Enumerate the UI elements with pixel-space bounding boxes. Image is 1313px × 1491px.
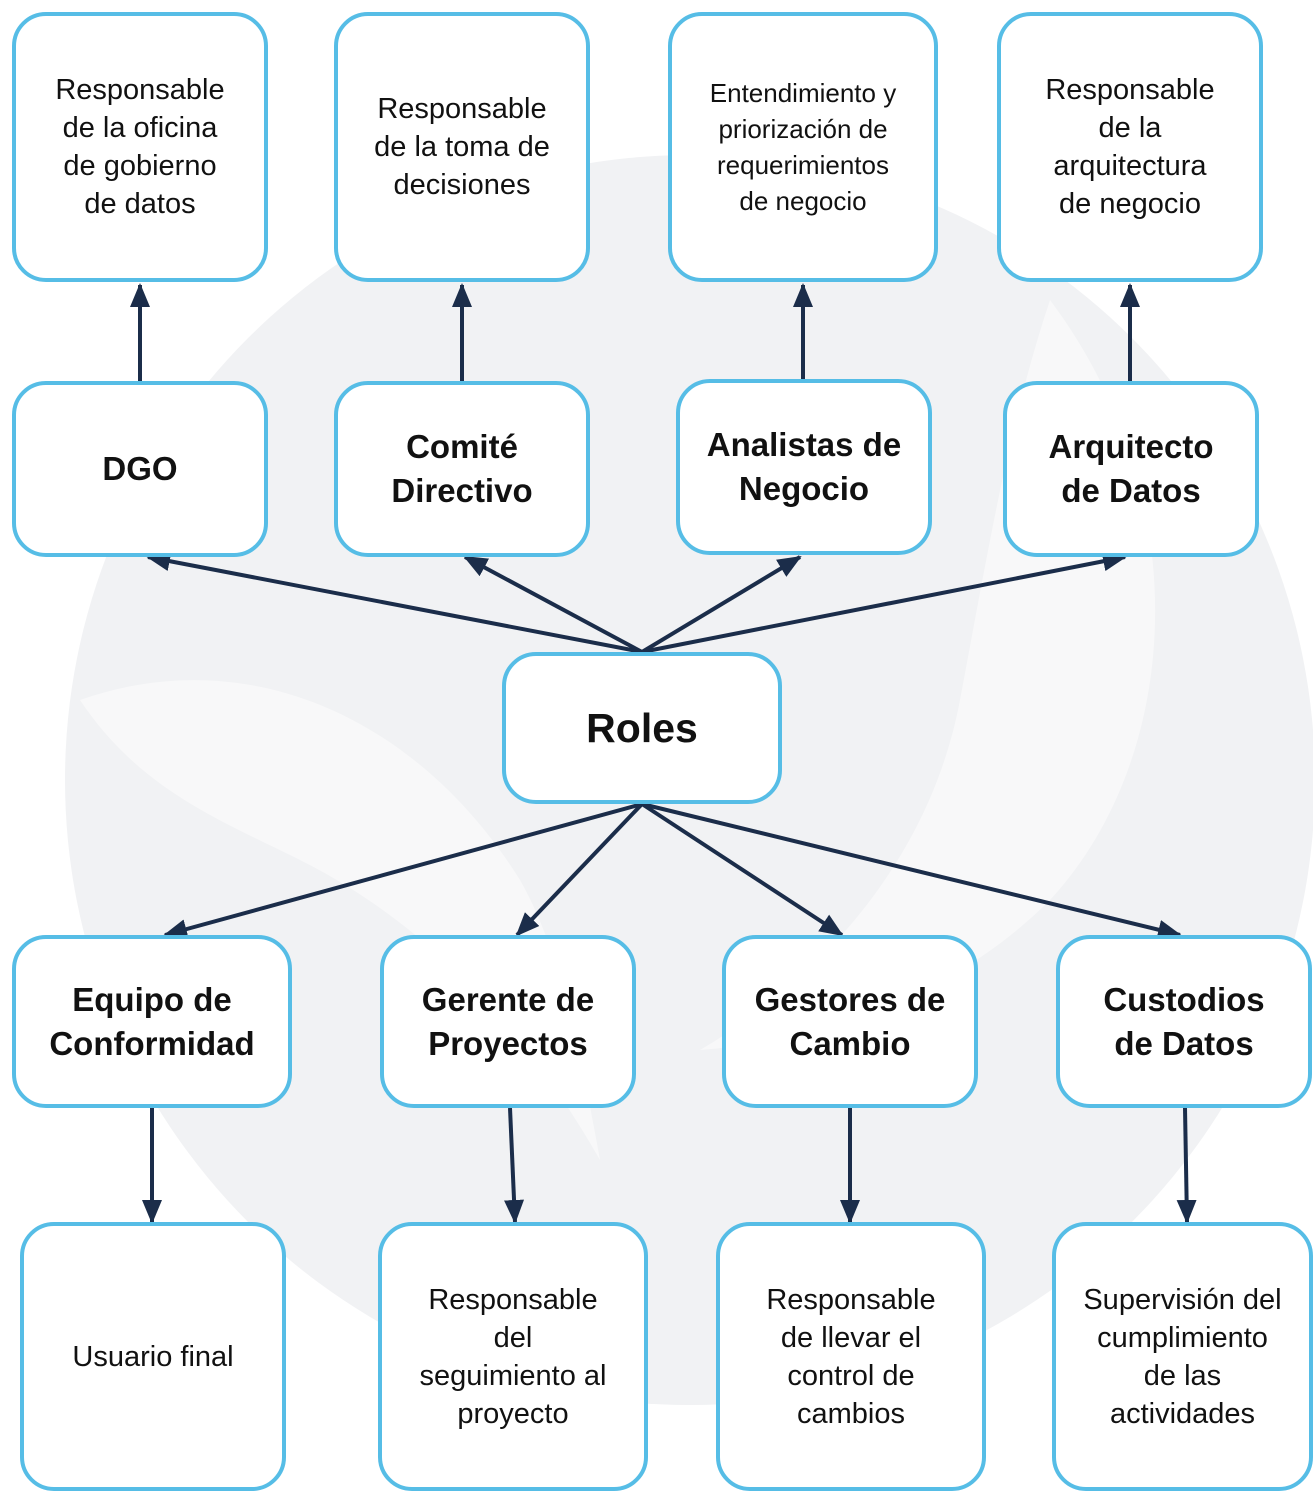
roles-center-label: Roles xyxy=(586,704,698,751)
role-label-comite-directivo: Comité Directivo xyxy=(391,428,533,509)
desc-text-dgo: Responsable de la oficina de gobierno de… xyxy=(55,74,225,220)
desc-text-gestores-de-cambio: Responsable de llevar el control de camb… xyxy=(766,1283,936,1430)
desc-box-gestores-de-cambio: Responsable de llevar el control de camb… xyxy=(716,1222,986,1491)
desc-text-arquitecto-de-datos: Responsable de la arquitectura de negoci… xyxy=(1045,74,1215,220)
arrow-roles-to-gestores xyxy=(640,802,844,937)
role-box-gestores-de-cambio: Gestores de Cambio xyxy=(722,935,978,1108)
arrow-roles-to-gerente xyxy=(515,802,644,937)
role-label-analistas-de-negocio: Analistas de Negocio xyxy=(706,426,902,507)
arrow-gerente-to-desc xyxy=(504,1107,525,1224)
role-box-gerente-de-proyectos: Gerente de Proyectos xyxy=(380,935,636,1108)
arrow-roles-to-custodios xyxy=(641,802,1182,940)
watermark-curve xyxy=(80,680,600,1160)
arrow-roles-to-comite xyxy=(463,555,643,654)
role-box-arquitecto-de-datos: Arquitecto de Datos xyxy=(1003,381,1259,557)
desc-text-comite-directivo: Responsable de la toma de decisiones xyxy=(374,93,550,201)
desc-text-equipo-de-conformidad: Usuario final xyxy=(72,1340,234,1373)
arrow-roles-to-equipo xyxy=(163,802,643,939)
arrow-roles-to-arquitecto xyxy=(641,551,1127,654)
arrow-roles-to-analistas xyxy=(640,555,802,654)
role-label-equipo-de-conformidad: Equipo de Conformidad xyxy=(49,980,255,1062)
arrow-roles-to-dgo xyxy=(146,551,643,654)
desc-box-dgo: Responsable de la oficina de gobierno de… xyxy=(12,12,268,282)
desc-box-analistas-de-negocio: Entendimiento y priorización de requerim… xyxy=(668,12,938,282)
desc-box-comite-directivo: Responsable de la toma de decisiones xyxy=(334,12,590,282)
role-box-custodios-de-datos: Custodios de Datos xyxy=(1056,935,1312,1108)
role-label-gerente-de-proyectos: Gerente de Proyectos xyxy=(421,980,595,1062)
role-label-dgo: DGO xyxy=(102,450,178,487)
desc-box-arquitecto-de-datos: Responsable de la arquitectura de negoci… xyxy=(997,12,1263,282)
desc-box-gerente-de-proyectos: Responsable del seguimiento al proyecto xyxy=(378,1222,648,1491)
desc-box-equipo-de-conformidad: Usuario final xyxy=(20,1222,286,1491)
role-label-gestores-de-cambio: Gestores de Cambio xyxy=(754,980,946,1062)
desc-text-custodios-de-datos: Supervisión del cumplimiento de las acti… xyxy=(1083,1283,1282,1430)
arrow-custodios-to-desc xyxy=(1176,1107,1197,1224)
role-label-arquitecto-de-datos: Arquitecto de Datos xyxy=(1048,428,1214,509)
desc-text-analistas-de-negocio: Entendimiento y priorización de requerim… xyxy=(709,78,897,216)
desc-box-custodios-de-datos: Supervisión del cumplimiento de las acti… xyxy=(1052,1222,1313,1491)
role-box-analistas-de-negocio: Analistas de Negocio xyxy=(676,379,932,555)
role-label-custodios-de-datos: Custodios de Datos xyxy=(1103,980,1265,1062)
role-box-comite-directivo: Comité Directivo xyxy=(334,381,590,557)
roles-center-box: Roles xyxy=(502,652,782,804)
role-box-dgo: DGO xyxy=(12,381,268,557)
role-box-equipo-de-conformidad: Equipo de Conformidad xyxy=(12,935,292,1108)
desc-text-gerente-de-proyectos: Responsable del seguimiento al proyecto xyxy=(419,1283,607,1430)
